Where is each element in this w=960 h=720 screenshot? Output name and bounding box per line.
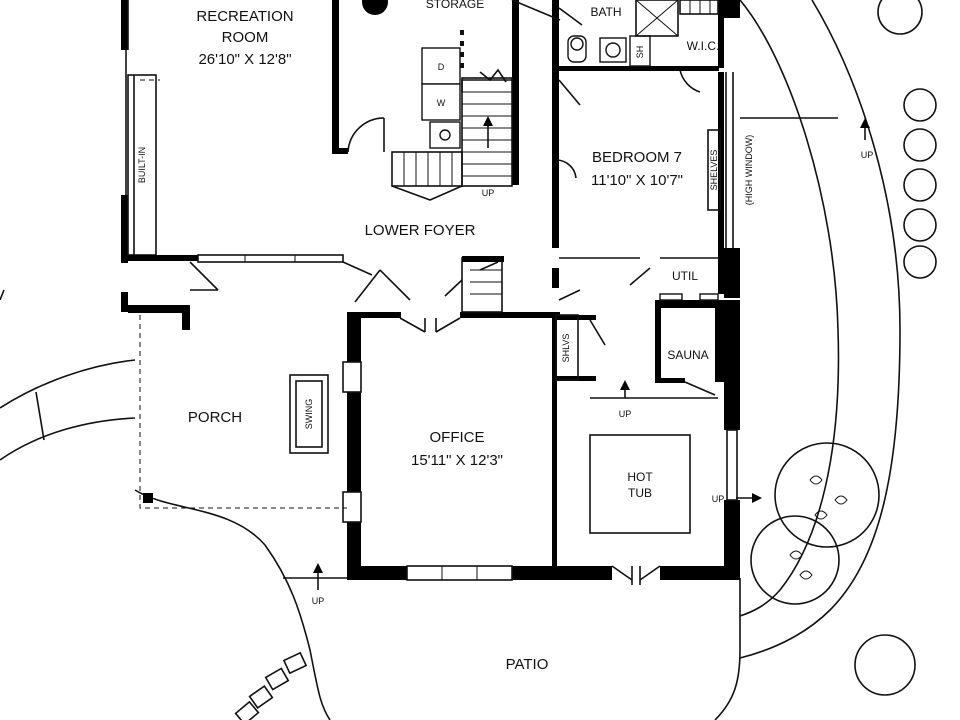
bedroom7-dimensions: 11'10" X 10'7": [591, 172, 683, 189]
up-label-porch: UP: [312, 596, 325, 606]
up-label-hot-tub: UP: [619, 409, 632, 419]
hot-tub-name-2: TUB: [628, 486, 652, 500]
stepping-stones: [234, 651, 308, 720]
storage-name: STORAGE: [426, 0, 484, 11]
bedroom7-name: BEDROOM 7: [592, 149, 682, 166]
tree-icons: [750, 442, 916, 696]
room-labels: RECREATION ROOM 26'10" X 12'8" STORAGE B…: [188, 0, 719, 673]
up-arrows: [313, 116, 870, 590]
walls: [121, 0, 740, 580]
shower-label: SH: [635, 46, 645, 59]
recreation-room-dimensions: 26'10" X 12'8": [198, 51, 291, 68]
fixture-labels: D W SH SWING BUILT-IN SHELVES SHLVS (HIG…: [137, 46, 754, 430]
wic-name: W.I.C.: [687, 39, 720, 53]
built-in-label: BUILT-IN: [137, 147, 147, 183]
porch-name: PORCH: [188, 409, 242, 426]
recreation-room-name: RECREATION: [196, 8, 293, 25]
recreation-room-name-2: ROOM: [222, 29, 269, 46]
washer-label: W: [437, 98, 446, 108]
shelves-label: SHELVES: [709, 150, 719, 191]
hot-tub-name: HOT: [627, 470, 653, 484]
bath-name: BATH: [590, 5, 621, 19]
storage-fixture-icon: [362, 0, 388, 15]
sauna-name: SAUNA: [667, 348, 708, 362]
up-label-driveway: UP: [861, 150, 874, 160]
doors: [189, 0, 716, 585]
bath-fixtures: [567, 0, 719, 67]
lower-foyer-name: LOWER FOYER: [365, 222, 476, 239]
winder-stairs: [391, 151, 463, 201]
up-labels: UP UP UP UP UP: [312, 150, 874, 606]
thin-walls-and-openings: [127, 0, 738, 581]
high-window-label: (HIGH WINDOW): [744, 135, 754, 205]
util-name: UTIL: [672, 269, 698, 283]
main-stairs: [461, 68, 513, 187]
small-stairs: [461, 256, 504, 313]
shelves-short-label: SHLVS: [561, 334, 571, 363]
swing-label: SWING: [304, 399, 314, 430]
landscape: [0, 0, 937, 720]
up-label-side: UP: [712, 494, 725, 504]
office-dimensions: 15'11" X 12'3": [411, 452, 503, 469]
up-label-main-stairs: UP: [482, 188, 495, 198]
office-name: OFFICE: [430, 429, 485, 446]
shrub-column: [877, 0, 937, 279]
dryer-label: D: [438, 62, 445, 72]
patio-name: PATIO: [506, 656, 549, 673]
